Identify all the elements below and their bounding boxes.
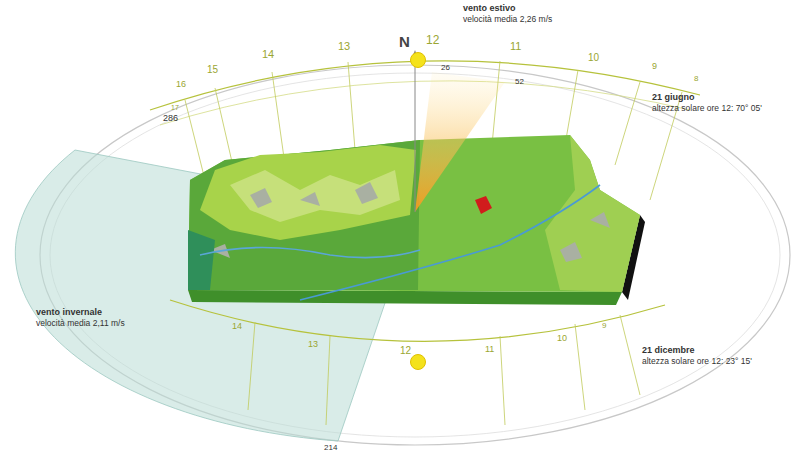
hour-number: 17 bbox=[171, 104, 179, 112]
hour-number: 14 bbox=[262, 48, 274, 60]
hour-number: 9 bbox=[602, 322, 606, 331]
hour-number: 15 bbox=[207, 64, 218, 75]
wind-title: vento invernale bbox=[36, 308, 102, 318]
azimuth-number: 52 bbox=[515, 78, 524, 87]
solar-altitude: altezza solare ore 12: 23° 15' bbox=[642, 357, 752, 366]
hour-number: 13 bbox=[308, 340, 318, 350]
hour-number: 9 bbox=[652, 62, 657, 72]
date-title: 21 dicembre bbox=[642, 346, 695, 356]
wind-speed: velocità media 2,11 m/s bbox=[36, 319, 125, 328]
hour-number: 13 bbox=[338, 40, 350, 52]
hour-number: 8 bbox=[694, 75, 698, 84]
wind-speed: velocità media 2,26 m/s bbox=[463, 15, 552, 24]
date-title: 21 giugno bbox=[652, 93, 695, 103]
azimuth-number: 214 bbox=[324, 444, 337, 453]
hour-number: 10 bbox=[588, 52, 599, 63]
solar-altitude: altezza solare ore 12: 70° 05' bbox=[652, 104, 762, 113]
hour-number: 11 bbox=[485, 345, 494, 355]
wind-title: vento estivo bbox=[463, 4, 516, 14]
north-label: N bbox=[399, 34, 410, 51]
hour-number: 10 bbox=[557, 334, 567, 344]
hour-number: 14 bbox=[232, 322, 242, 332]
hour-number: 11 bbox=[510, 40, 521, 52]
hour-number: 12 bbox=[426, 34, 439, 47]
azimuth-number: 286 bbox=[163, 114, 178, 124]
hour-number: 16 bbox=[176, 80, 186, 90]
azimuth-number: 26 bbox=[441, 64, 450, 73]
hour-number: 12 bbox=[400, 345, 411, 356]
